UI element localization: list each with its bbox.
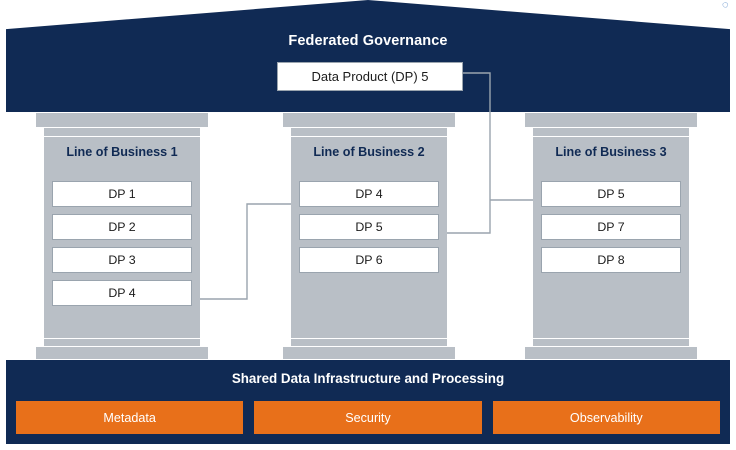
data-product-item: DP 5 [541,181,681,207]
pillar-1-base-inner [44,339,200,346]
federated-governance-title: Federated Governance [288,33,448,49]
data-product-item: DP 4 [299,181,439,207]
federated-governance-roof: Federated Governance [6,0,730,112]
pillar-1-title: Line of Business 1 [66,145,178,159]
pillar-1-base [36,347,208,359]
data-product-item: DP 4 [52,280,192,306]
foundation-box-observability: Observability [492,401,720,434]
pillar-2-product-list: DP 4 DP 5 DP 6 [299,181,439,280]
foundation-box-list: Metadata Security Observability [16,401,720,434]
pillar-1-cap [36,113,208,127]
pillar-2-base [283,347,455,359]
pillar-3-title: Line of Business 3 [555,145,667,159]
pillar-1-cap-inner [44,128,200,136]
pillar-1-product-list: DP 1 DP 2 DP 3 DP 4 [52,181,192,313]
pillar-2-title: Line of Business 2 [313,145,425,159]
data-product-item: DP 3 [52,247,192,273]
data-product-item: DP 6 [299,247,439,273]
data-product-item: DP 2 [52,214,192,240]
pillar-3-product-list: DP 5 DP 7 DP 8 [541,181,681,280]
shared-infrastructure-foundation: Shared Data Infrastructure and Processin… [6,360,730,444]
data-product-item: DP 5 [299,214,439,240]
pillar-3-base [525,347,697,359]
foundation-box-security: Security [254,401,482,434]
pillar-3-cap [525,113,697,127]
data-product-item: DP 7 [541,214,681,240]
data-product-item: DP 1 [52,181,192,207]
corner-mark-icon: ◌ [722,0,729,11]
data-product-item: DP 8 [541,247,681,273]
pillar-line-of-business-2: Line of Business 2 DP 4 DP 5 DP 6 [283,113,455,359]
governance-data-product-chip: Data Product (DP) 5 [277,62,463,91]
foundation-title: Shared Data Infrastructure and Processin… [231,371,505,386]
foundation-box-metadata: Metadata [16,401,244,434]
pillar-2-cap [283,113,455,127]
pillar-2-base-inner [291,339,447,346]
pillar-line-of-business-3: Line of Business 3 DP 5 DP 7 DP 8 [525,113,697,359]
pillar-2-cap-inner [291,128,447,136]
pillar-line-of-business-1: Line of Business 1 DP 1 DP 2 DP 3 DP 4 [36,113,208,359]
pillar-3-base-inner [533,339,689,346]
pillar-3-cap-inner [533,128,689,136]
